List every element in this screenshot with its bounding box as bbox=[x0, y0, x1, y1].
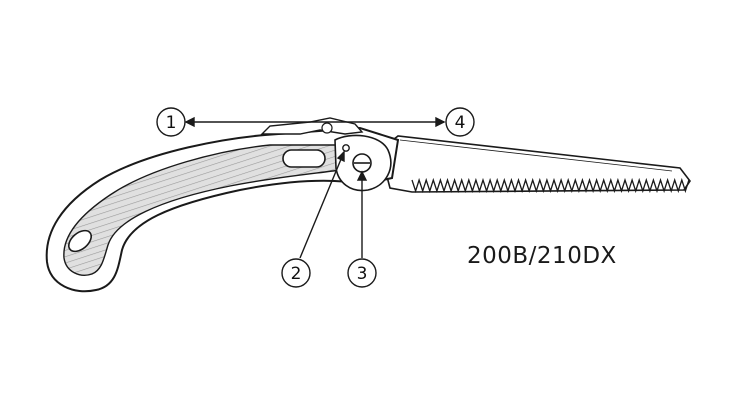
callout-1: 1 bbox=[156, 107, 186, 137]
blade-teeth bbox=[411, 177, 690, 194]
model-label: 200B/210DX bbox=[467, 243, 617, 269]
saw-handle bbox=[45, 117, 400, 293]
saw-blade bbox=[379, 135, 691, 194]
callout-2: 2 bbox=[281, 258, 311, 288]
svg-text:1: 1 bbox=[166, 113, 177, 133]
callout-3: 3 bbox=[347, 258, 377, 288]
rivet bbox=[342, 144, 350, 152]
svg-text:3: 3 bbox=[357, 264, 368, 284]
callout-4: 4 bbox=[445, 107, 475, 137]
svg-text:4: 4 bbox=[455, 113, 466, 133]
lanyard-hole bbox=[67, 229, 93, 253]
svg-text:2: 2 bbox=[291, 264, 302, 284]
lock-slot bbox=[282, 149, 326, 168]
callout-leaders bbox=[184, 116, 446, 259]
teeth-edge bbox=[411, 177, 690, 194]
